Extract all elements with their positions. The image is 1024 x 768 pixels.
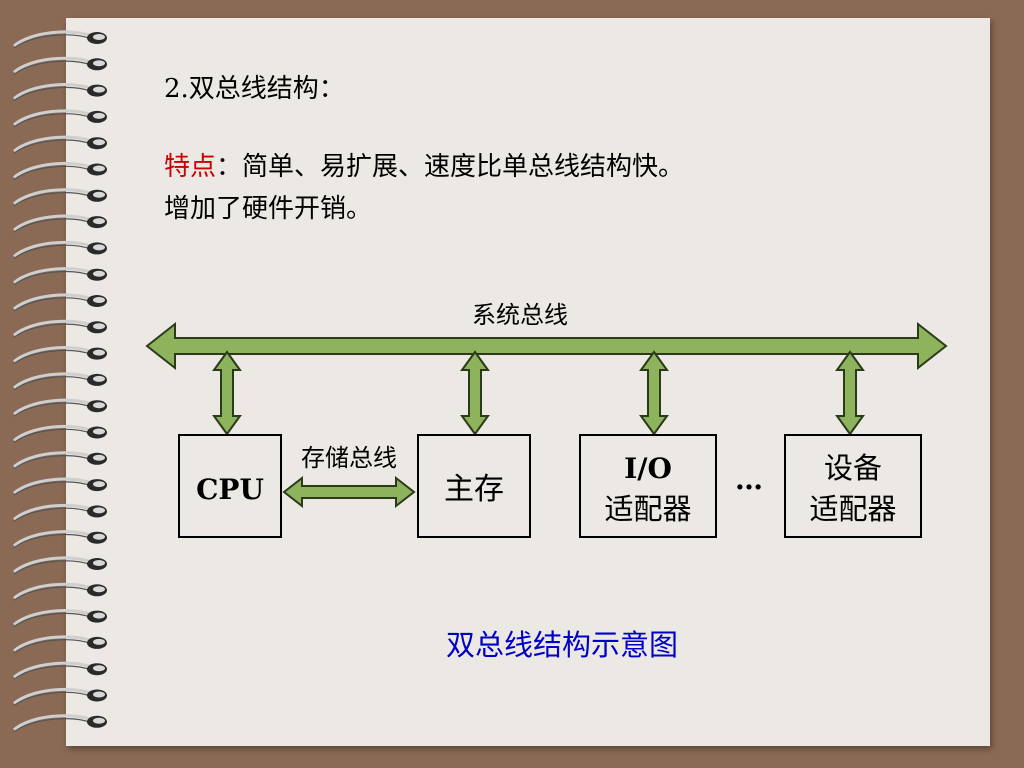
memory-connector-arrow xyxy=(460,350,490,436)
io-adapter-box xyxy=(579,434,717,538)
binding-ring xyxy=(13,398,107,417)
ellipsis: … xyxy=(735,463,763,496)
binding-ring xyxy=(13,346,107,365)
memory-bus-arrow xyxy=(282,475,416,509)
binding-ring xyxy=(13,714,107,733)
binding-ring xyxy=(13,609,107,628)
device-connector-arrow xyxy=(835,350,865,436)
memory-bus-label: 存储总线 xyxy=(301,444,397,472)
main-memory-label: 主存 xyxy=(444,472,504,507)
binding-ring xyxy=(13,240,107,259)
binding-ring xyxy=(13,424,107,443)
cpu-connector-arrow xyxy=(212,350,242,436)
feature-line: 特点：简单、易扩展、速度比单总线结构快。 xyxy=(164,146,684,183)
binding-ring xyxy=(13,451,107,470)
binding-ring xyxy=(13,56,107,75)
binding-ring xyxy=(13,161,107,180)
section-title: 2.双总线结构： xyxy=(164,74,345,104)
binding-ring xyxy=(13,214,107,233)
spiral-binding xyxy=(13,30,107,733)
binding-ring xyxy=(13,635,107,654)
io-adapter-line2: 适配器 xyxy=(604,492,691,526)
cpu-box xyxy=(178,434,282,538)
binding-ring xyxy=(13,661,107,680)
binding-ring xyxy=(13,109,107,128)
system-bus-label: 系统总线 xyxy=(472,301,568,329)
binding-ring xyxy=(13,556,107,575)
binding-ring xyxy=(13,477,107,496)
binding-ring xyxy=(13,582,107,601)
io-connector-arrow xyxy=(639,350,669,436)
device-adapter-box xyxy=(784,434,922,538)
system-bus-arrow xyxy=(145,321,948,371)
binding-ring xyxy=(13,188,107,207)
binding-ring xyxy=(13,135,107,154)
io-adapter-line1: I/O xyxy=(624,452,672,485)
feature-text: ：简单、易扩展、速度比单总线结构快。 xyxy=(216,152,685,182)
feature-line-2: 增加了硬件开销。 xyxy=(164,194,373,224)
device-adapter-line1: 设备 xyxy=(824,451,882,485)
binding-ring xyxy=(13,319,107,338)
binding-ring xyxy=(13,530,107,549)
diagram-caption: 双总线结构示意图 xyxy=(445,628,678,662)
device-adapter-line2: 适配器 xyxy=(809,492,896,526)
cpu-label: CPU xyxy=(196,473,264,506)
binding-ring xyxy=(13,30,107,49)
binding-ring xyxy=(13,267,107,286)
binding-ring xyxy=(13,687,107,706)
binding-ring xyxy=(13,503,107,522)
binding-ring xyxy=(13,293,107,312)
main-memory-box xyxy=(417,434,531,538)
binding-ring xyxy=(13,83,107,102)
binding-ring xyxy=(13,372,107,391)
feature-label: 特点 xyxy=(164,152,217,182)
